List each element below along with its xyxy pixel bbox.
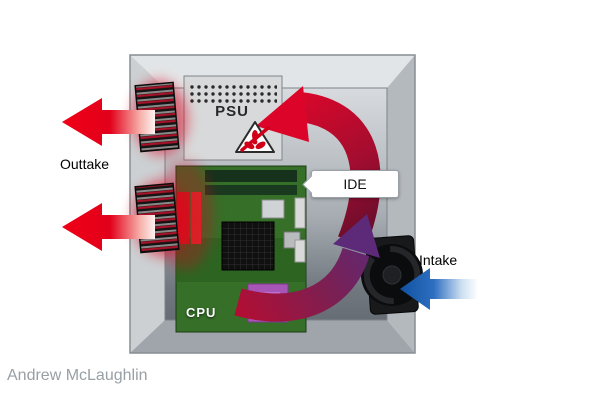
no-fan-warning-icon	[235, 121, 275, 153]
intake-label: Intake	[419, 252, 458, 268]
chipset	[261, 199, 285, 219]
cpu-heatsink	[221, 221, 275, 271]
psu-label: PSU	[215, 103, 249, 120]
ide-callout: IDE	[311, 170, 399, 198]
outtake-arrow-bottom	[62, 203, 155, 251]
cpu-label: CPU	[186, 305, 217, 320]
psu-vent-dots	[189, 82, 277, 106]
ram-module	[205, 170, 297, 182]
outtake-arrow-top	[62, 98, 155, 146]
outtake-label: Outtake	[60, 156, 110, 172]
io-connector	[294, 197, 306, 229]
ram-module	[205, 185, 297, 195]
ide-label: IDE	[343, 176, 367, 192]
intake-arrow	[400, 268, 478, 310]
airflow-cool-arrow	[234, 214, 380, 322]
credit-text: Andrew McLaughlin	[7, 367, 148, 384]
vent-grille-top	[131, 79, 189, 156]
io-connector	[294, 239, 306, 263]
